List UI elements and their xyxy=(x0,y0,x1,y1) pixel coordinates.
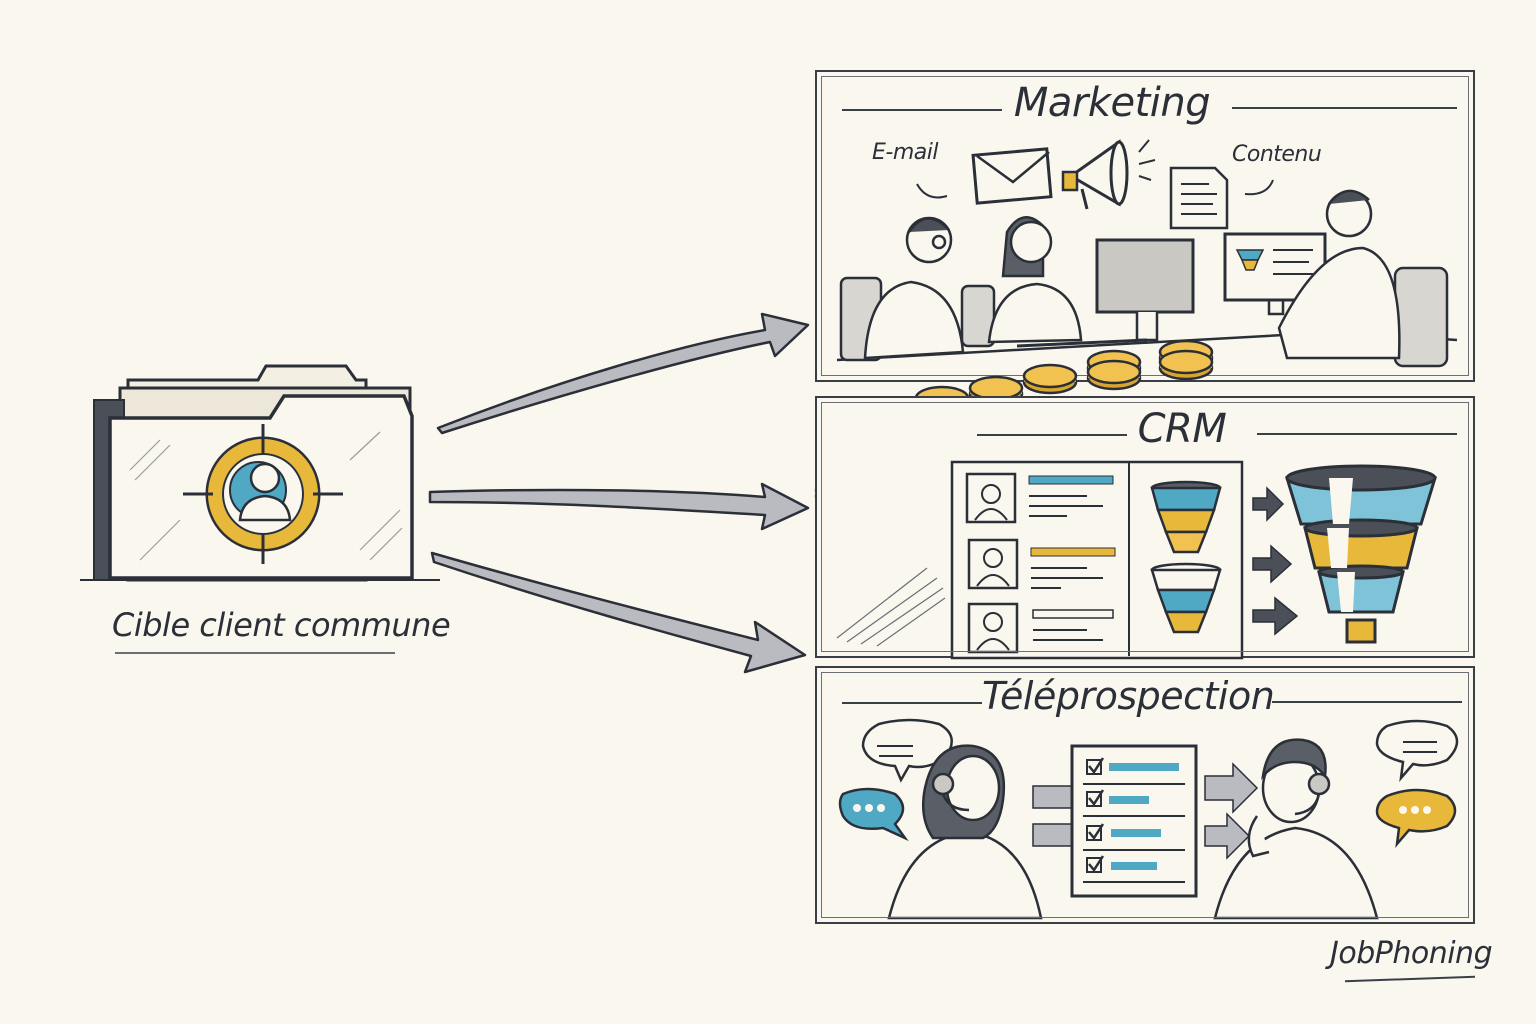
source-folder xyxy=(80,350,440,590)
person-analyst-icon xyxy=(1277,189,1401,360)
title-rule-left xyxy=(842,109,1002,111)
arrow-to-teleprospection-icon xyxy=(430,551,807,674)
title-rule-right xyxy=(1272,701,1462,703)
panel-teleprospection: Téléprospection xyxy=(815,666,1475,924)
panel-title-crm: CRM xyxy=(1137,406,1227,452)
panel-title-marketing: Marketing xyxy=(1013,80,1211,126)
email-label: E-mail xyxy=(872,140,938,165)
title-rule-left xyxy=(842,702,982,704)
big-funnel-icon xyxy=(1284,464,1438,644)
source-label: Cible client commune xyxy=(112,606,451,644)
panel-marketing: Marketing E-mail Contenu xyxy=(815,70,1475,382)
folder-target-icon xyxy=(80,364,440,582)
funnel-icon xyxy=(1150,480,1222,634)
brand-logo: JobPhoning xyxy=(1330,936,1493,971)
person-woman-icon xyxy=(987,216,1083,344)
headset-agent-man-icon xyxy=(1213,738,1379,920)
document-icon xyxy=(1169,166,1229,230)
arrow-to-crm-icon xyxy=(428,482,810,531)
title-rule-left xyxy=(977,434,1127,436)
envelope-icon xyxy=(971,147,1053,205)
marketing-illustration xyxy=(836,139,1458,368)
panel-title-teleprospection: Téléprospection xyxy=(982,674,1275,718)
headset-agent-woman-icon xyxy=(887,744,1043,920)
contact-card-icon xyxy=(965,472,1116,654)
crm-illustration xyxy=(836,460,1438,660)
speech-bubble-icon xyxy=(838,718,953,842)
title-rule-right xyxy=(1257,433,1457,435)
title-rule-right xyxy=(1232,107,1457,109)
checklist-icon xyxy=(1032,744,1259,898)
megaphone-icon xyxy=(1061,139,1156,210)
source-label-underline xyxy=(115,652,395,654)
monitor-icon xyxy=(1016,238,1195,348)
teleprospection-illustration xyxy=(838,718,1459,920)
content-label: Contenu xyxy=(1232,142,1322,167)
person-bearded-icon xyxy=(863,216,965,360)
arrow-to-marketing-icon xyxy=(436,312,810,435)
panel-crm: CRM xyxy=(815,396,1475,660)
